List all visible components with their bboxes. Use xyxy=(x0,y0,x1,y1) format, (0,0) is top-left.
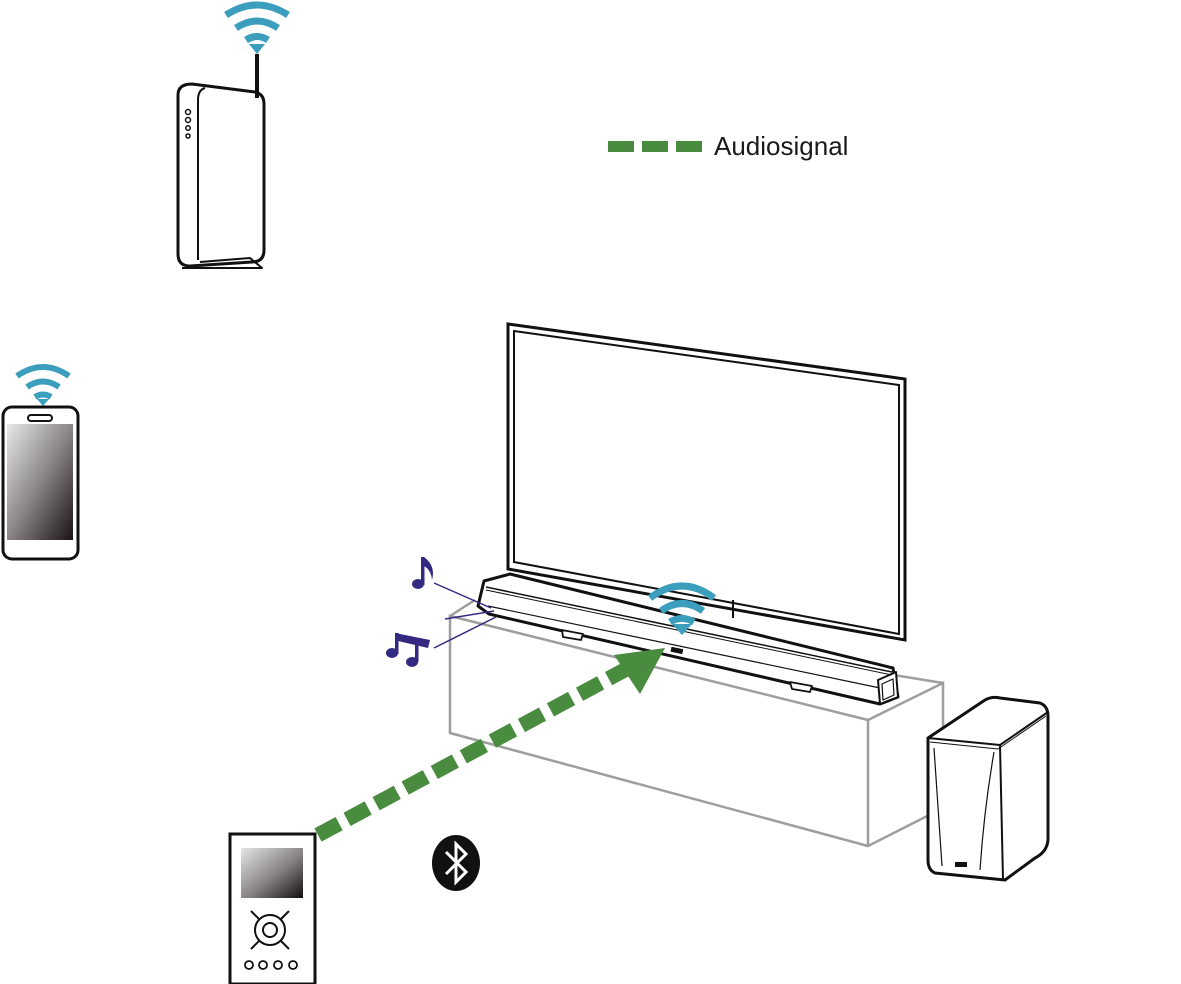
bluetooth-icon xyxy=(432,835,480,891)
legend-dashed-line-swatch xyxy=(608,140,702,152)
phone-screen xyxy=(7,424,73,540)
music-notes xyxy=(386,557,497,667)
dpad-icon xyxy=(250,910,290,950)
subwoofer xyxy=(926,695,1050,882)
router xyxy=(176,1,290,269)
legend-dash xyxy=(608,140,634,152)
legend-dash xyxy=(642,140,668,152)
music-player xyxy=(228,832,317,984)
smartphone xyxy=(1,364,80,561)
subwoofer-logo xyxy=(955,862,967,867)
wifi-icon xyxy=(15,364,71,406)
audio-signal-arrow xyxy=(314,648,665,842)
soundbar-logo xyxy=(670,646,684,655)
player-screen xyxy=(241,848,303,898)
player-buttons xyxy=(244,960,298,970)
tv xyxy=(506,322,907,642)
legend-label: Audiosignal xyxy=(714,130,849,161)
audio-signal-line xyxy=(314,659,636,842)
legend: Audiosignal xyxy=(608,131,848,161)
wifi-icon xyxy=(224,1,290,54)
eighth-note-icon xyxy=(412,557,433,589)
wifi-icon xyxy=(647,582,717,635)
beamed-notes-icon xyxy=(386,633,430,667)
legend-dash xyxy=(676,140,702,152)
arrowhead xyxy=(614,648,665,694)
soundbar xyxy=(476,572,900,706)
